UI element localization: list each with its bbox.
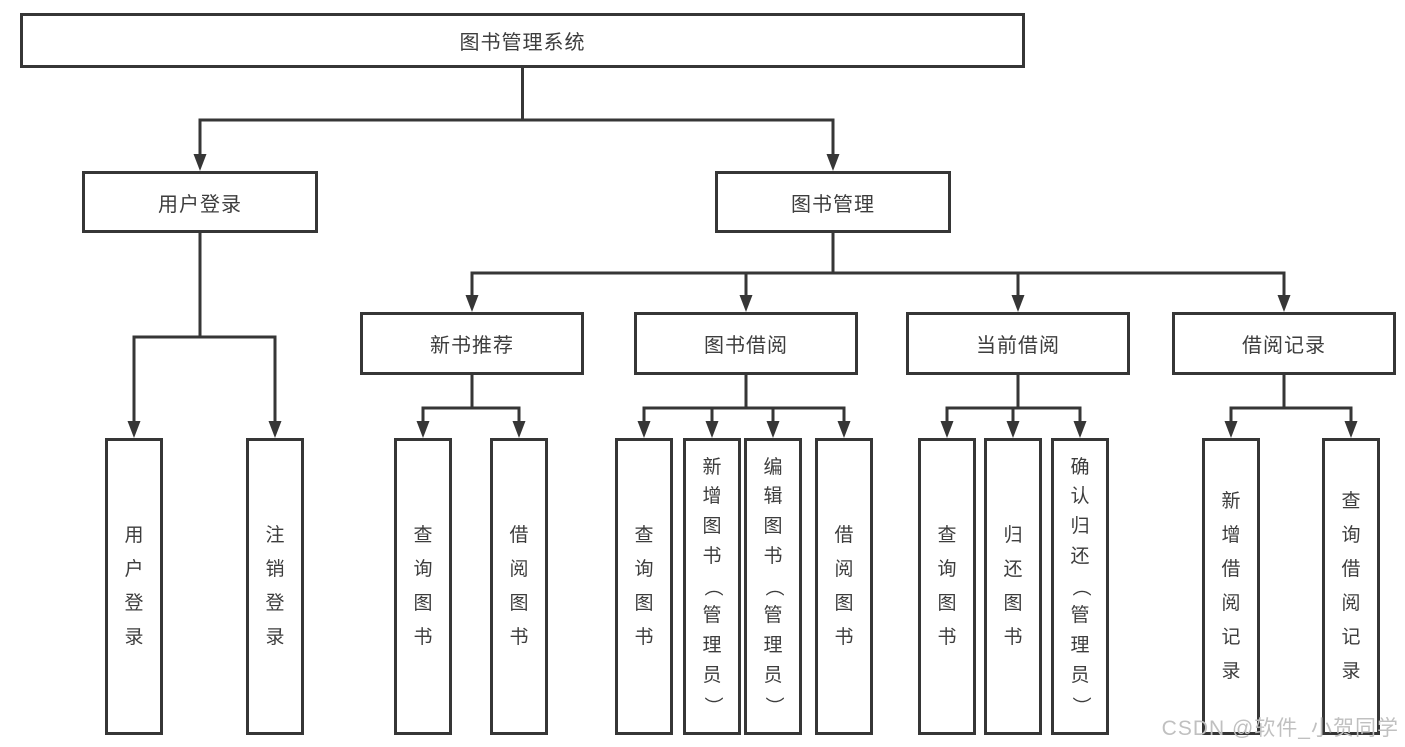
node-new-book-recommend: 新书推荐 bbox=[360, 312, 584, 375]
leaf-query-books-current: 查询图书 bbox=[918, 438, 976, 735]
csdn-watermark: CSDN @软件_小贺同学 bbox=[1161, 717, 1399, 740]
leaf-label: 查询图书 bbox=[634, 524, 654, 648]
leaf-query-borrow-record: 查询借阅记录 bbox=[1322, 438, 1380, 735]
leaf-edit-book-admin: 编辑图书（管理员） bbox=[744, 438, 802, 735]
leaf-label: 借阅图书 bbox=[834, 524, 854, 648]
node-book-management: 图书管理 bbox=[715, 171, 951, 233]
leaf-label: 编辑图书（管理员） bbox=[763, 456, 784, 715]
leaf-logout: 注销登录 bbox=[246, 438, 304, 735]
leaf-query-books-recommend: 查询图书 bbox=[394, 438, 452, 735]
leaf-label: 新增借阅记录 bbox=[1221, 490, 1241, 682]
leaf-label: 新增图书（管理员） bbox=[702, 456, 723, 715]
node-root-system: 图书管理系统 bbox=[20, 13, 1025, 68]
leaf-label: 查询图书 bbox=[937, 524, 957, 648]
leaf-label: 查询图书 bbox=[413, 524, 433, 648]
arrowheads bbox=[127, 154, 1358, 438]
leaf-query-books-borrowing: 查询图书 bbox=[615, 438, 673, 735]
leaf-confirm-return-admin: 确认归还（管理员） bbox=[1051, 438, 1109, 735]
leaf-borrow-books: 借阅图书 bbox=[815, 438, 873, 735]
leaf-label: 借阅图书 bbox=[509, 524, 529, 648]
leaf-return-book: 归还图书 bbox=[984, 438, 1042, 735]
leaf-borrow-books-recommend: 借阅图书 bbox=[490, 438, 548, 735]
leaf-label: 确认归还（管理员） bbox=[1070, 456, 1091, 715]
leaf-label: 查询借阅记录 bbox=[1341, 490, 1361, 682]
leaf-add-book-admin: 新增图书（管理员） bbox=[683, 438, 741, 735]
leaf-label: 用户登录 bbox=[124, 524, 144, 648]
node-borrowing-records: 借阅记录 bbox=[1172, 312, 1396, 375]
leaf-user-login: 用户登录 bbox=[105, 438, 163, 735]
node-current-borrowing: 当前借阅 bbox=[906, 312, 1130, 375]
node-book-borrowing: 图书借阅 bbox=[634, 312, 858, 375]
leaf-add-borrow-record: 新增借阅记录 bbox=[1202, 438, 1260, 735]
leaf-label: 注销登录 bbox=[265, 524, 285, 648]
leaf-label: 归还图书 bbox=[1003, 524, 1023, 648]
node-user-login: 用户登录 bbox=[82, 171, 318, 233]
